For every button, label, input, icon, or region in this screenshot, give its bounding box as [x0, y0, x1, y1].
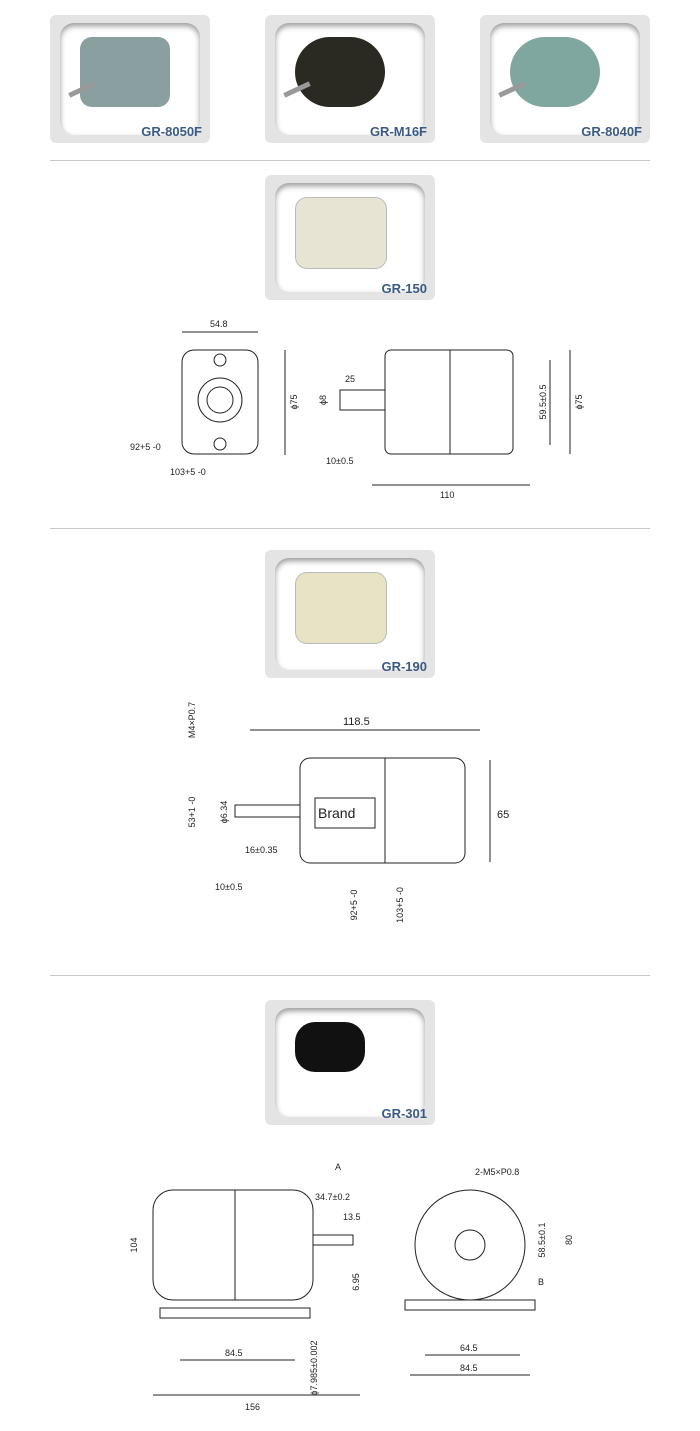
dim-base2: 64.5	[460, 1343, 478, 1353]
dim-length: 156	[245, 1402, 260, 1412]
motor-image	[295, 37, 385, 107]
dim-diameter: ϕ75	[289, 394, 299, 409]
mark-b: B	[538, 1277, 544, 1287]
motor-image	[510, 37, 600, 107]
drawing-gr-150: 54.8 ϕ75 92+5 -0 103+5 -0 25 ϕ8 10±0.5 1…	[130, 319, 584, 500]
product-card-gr-150[interactable]: GR-150	[265, 175, 435, 300]
dim-length: 118.5	[343, 716, 370, 728]
drawing-gr-301: A 34.7±0.2 13.5 104 6.95 ϕ7.985±0.002 84…	[129, 1162, 574, 1412]
product-card-gr-301[interactable]: GR-301	[265, 1000, 435, 1125]
dim-lead2: 103+5 -0	[395, 887, 405, 923]
dim-length: 110	[440, 490, 454, 500]
dim-shaft-length: 16±0.35	[245, 845, 277, 855]
dim-lead2: 103+5 -0	[170, 467, 206, 477]
divider	[50, 975, 650, 976]
dim-holes: 2-M5×P0.8	[475, 1167, 519, 1177]
divider	[50, 528, 650, 529]
product-label: GR-301	[381, 1106, 427, 1121]
dim-shaft: 6.95	[351, 1273, 361, 1291]
product-label: GR-8050F	[141, 124, 202, 139]
dim-offset: 10±0.5	[215, 882, 242, 892]
divider	[50, 160, 650, 161]
dim-lead1: 92+5 -0	[130, 442, 161, 452]
product-card-gr-190[interactable]: GR-190	[265, 550, 435, 678]
plug-mark-a: A	[335, 1162, 341, 1172]
dim-mount: 59.5±0.5	[538, 385, 548, 420]
dim-base: 84.5	[225, 1348, 243, 1358]
brand-label: Brand	[318, 805, 355, 821]
drawing-gr-190: Brand M4×P0.7 118.5 53+1 -0 ϕ6.34 16±0.3…	[187, 702, 509, 923]
dim-offset: 10±0.5	[326, 456, 353, 466]
dim-height: 104	[129, 1237, 139, 1252]
product-card-gr-8040f[interactable]: GR-8040F	[480, 15, 650, 143]
dim-screw: M4×P0.7	[187, 702, 197, 738]
dim-1: 34.7±0.2	[315, 1192, 350, 1202]
dim-diameter: 65	[497, 809, 509, 821]
dim-base3: 84.5	[460, 1363, 478, 1373]
dim-shaft-diameter: ϕ8	[318, 395, 328, 405]
dim-total-height: 80	[564, 1235, 574, 1245]
dim-width: 54.8	[210, 319, 228, 329]
product-card-gr-8050f[interactable]: GR-8050F	[50, 15, 210, 143]
product-label: GR-8040F	[581, 124, 642, 139]
dim-2: 13.5	[343, 1212, 361, 1222]
dim-lead1: 92+5 -0	[349, 890, 359, 921]
dim-height: 53+1 -0	[187, 797, 197, 828]
motor-image	[295, 572, 387, 644]
dim-mount: 58.5±0.1	[537, 1223, 547, 1258]
motor-image	[295, 197, 387, 269]
motor-image	[80, 37, 170, 107]
product-label: GR-M16F	[369, 124, 427, 139]
dim-shaft-diameter: ϕ6.34	[219, 801, 229, 824]
product-label: GR-150	[381, 281, 427, 296]
dim-diameter2: ϕ75	[574, 394, 584, 409]
dim-shaft-length: 25	[345, 374, 355, 384]
motor-image	[295, 1022, 365, 1072]
dim-shaft-diameter: ϕ7.985±0.002	[309, 1340, 319, 1395]
product-label: GR-190	[381, 659, 427, 674]
product-card-gr-m16f[interactable]: GR-M16F	[265, 15, 435, 143]
